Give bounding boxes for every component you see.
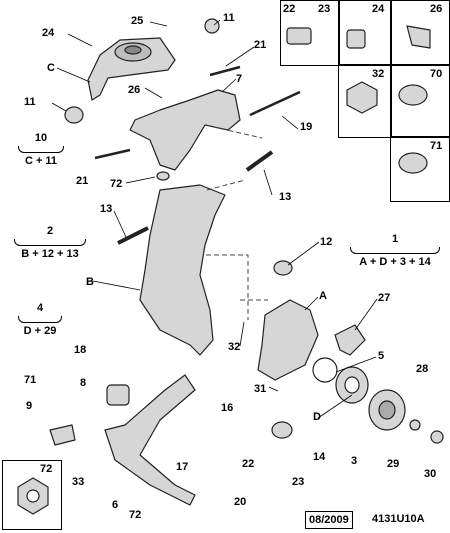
callout-71: 71: [430, 140, 443, 152]
callout-32: 32: [228, 341, 241, 353]
group-4-formula: D + 29: [23, 325, 57, 337]
callout-14: 14: [313, 451, 326, 463]
callout-31: 31: [254, 383, 267, 395]
group-2: 2 B + 12 + 13: [14, 226, 86, 260]
knuckle-carrier: [139, 184, 226, 356]
group-1-number: 1: [391, 233, 399, 245]
callout-24: 24: [42, 27, 55, 39]
callout-C: C: [47, 62, 55, 74]
inset-box-22-23: [280, 0, 340, 66]
callout-26: 26: [430, 3, 443, 15]
callout-29: 29: [387, 458, 400, 470]
group-4: 4 D + 29: [18, 303, 62, 337]
callout-17: 17: [176, 461, 189, 473]
callout-21: 21: [254, 39, 267, 51]
group-1: 1 A + D + 3 + 14: [350, 234, 440, 268]
callout-24: 24: [372, 3, 385, 15]
callout-3: 3: [351, 455, 358, 467]
callout-23: 23: [292, 476, 305, 488]
lower-arm: [104, 374, 196, 506]
group-2-brace: [14, 239, 86, 246]
callout-21: 21: [76, 175, 89, 187]
callout-26: 26: [128, 84, 141, 96]
callout-16: 16: [221, 402, 234, 414]
group-1-brace: [350, 247, 440, 254]
callout-30: 30: [424, 468, 437, 480]
callout-13: 13: [100, 203, 113, 215]
callout-B: B: [86, 276, 94, 288]
callout-D: D: [313, 411, 321, 423]
callout-22: 22: [283, 3, 296, 15]
callout-12: 12: [320, 236, 333, 248]
callout-71: 71: [24, 374, 37, 386]
callout-20: 20: [234, 496, 247, 508]
group-1-formula: A + D + 3 + 14: [359, 256, 431, 268]
callout-72: 72: [110, 178, 123, 190]
callout-25: 25: [131, 15, 144, 27]
revision-date: 08/2009: [305, 511, 353, 529]
callout-33: 33: [72, 476, 85, 488]
callout-22: 22: [242, 458, 255, 470]
callout-72: 72: [40, 463, 53, 475]
upper-mount: [87, 37, 176, 101]
callout-13: 13: [279, 191, 292, 203]
callout-32: 32: [372, 68, 385, 80]
group-10-brace: [18, 146, 64, 153]
callout-5: 5: [378, 350, 385, 362]
group-10-formula: C + 11: [24, 155, 58, 167]
callout-28: 28: [416, 363, 429, 375]
callout-9: 9: [26, 400, 33, 412]
inset-box-32: [338, 64, 392, 138]
callout-11: 11: [223, 12, 235, 24]
callout-23: 23: [318, 3, 331, 15]
callout-27: 27: [378, 292, 391, 304]
group-4-brace: [18, 316, 62, 323]
group-10: 10 C + 11: [18, 133, 64, 167]
callout-18: 18: [74, 344, 87, 356]
callout-A: A: [319, 290, 327, 302]
callout-19: 19: [300, 121, 313, 133]
callout-8: 8: [80, 377, 87, 389]
callout-6: 6: [112, 499, 119, 511]
upper-arm: [129, 89, 241, 171]
callout-72: 72: [129, 509, 142, 521]
inset-box-24: [338, 0, 392, 66]
inset-box-72: [2, 460, 62, 530]
group-4-number: 4: [36, 302, 44, 314]
diagram-reference: 4131U10A: [372, 513, 425, 525]
callout-11: 11: [24, 96, 36, 108]
group-2-formula: B + 12 + 13: [21, 248, 79, 260]
hub-carrier: [257, 299, 319, 381]
callout-70: 70: [430, 68, 443, 80]
group-2-number: 2: [46, 225, 54, 237]
group-10-number: 10: [34, 132, 48, 144]
callout-7: 7: [236, 73, 243, 85]
